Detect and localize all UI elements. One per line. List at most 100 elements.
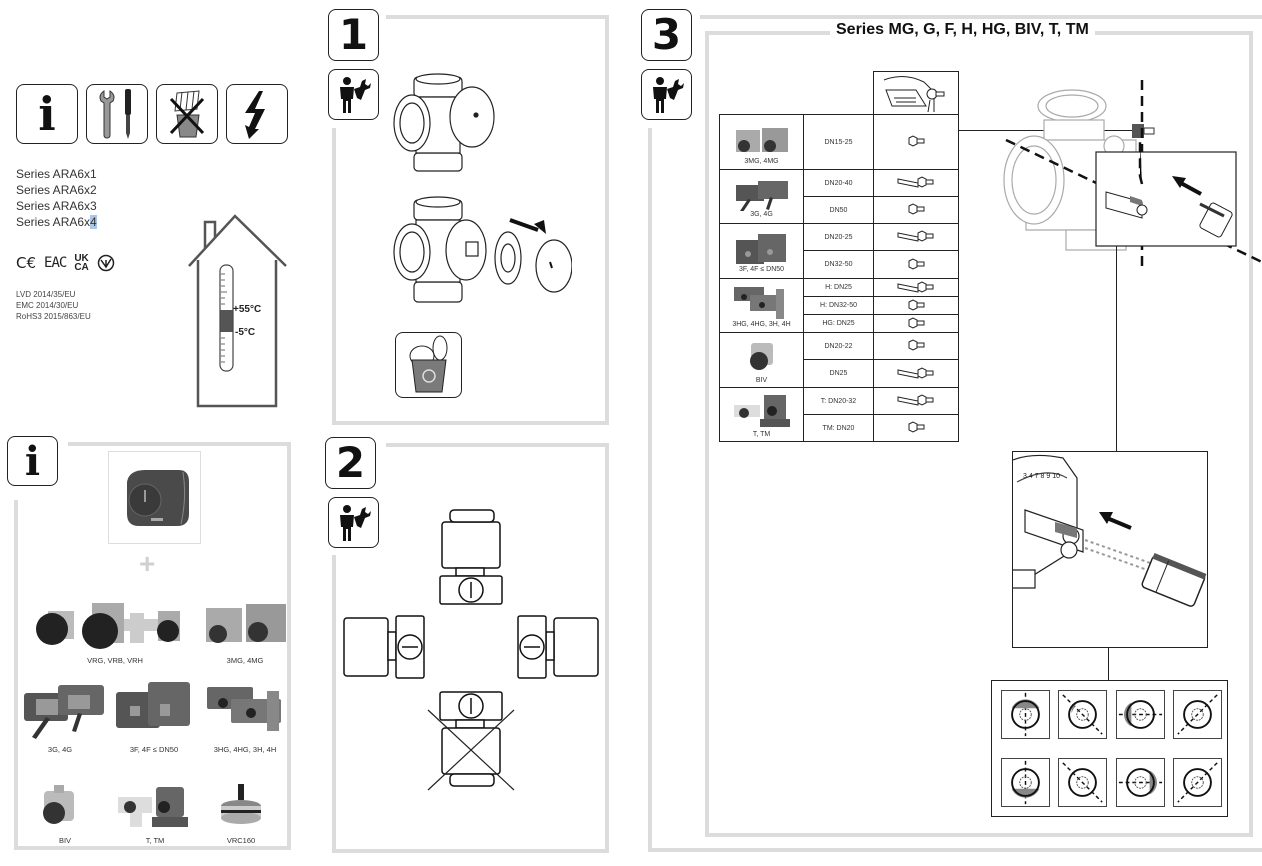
info-icon: i: [38, 87, 56, 141]
recycle-knob-box: [395, 332, 462, 398]
valve-spindle-detail-icon: [883, 76, 945, 113]
table-dn-cell: TM: DN20: [803, 414, 874, 442]
adapter-short-icon: [873, 114, 959, 170]
installer-icon: [339, 76, 371, 113]
step3-outer-left: [648, 128, 652, 850]
plus-sign: +: [139, 548, 156, 579]
step1-frame-top: [386, 15, 609, 19]
info-panel-top-border: [68, 442, 291, 446]
step2-frame-right: [605, 443, 609, 853]
position-indicator-diagonal-top-right-icon: [1173, 758, 1222, 807]
step1-installer-box: [328, 69, 379, 120]
valve-with-knob-drawing: [393, 73, 495, 172]
table-dn-cell: T: DN20-32: [803, 387, 874, 415]
series-item: Series ARA6x1: [16, 167, 97, 181]
table-dn-cell: H: DN32-50: [803, 296, 874, 315]
max-temperature-label: +55°C: [233, 304, 262, 315]
info-symbol-box: i: [16, 84, 78, 144]
adapter-short-icon: [873, 296, 959, 315]
product-label: VRG, VRB, VRH: [87, 656, 143, 665]
adapter-short-icon: [873, 414, 959, 442]
step3-outer-top: [700, 15, 1262, 19]
adapter-selection-table: 3MG, 4MG DN15-25 3G, 4G DN20-40 DN50 3F,…: [719, 114, 959, 442]
valve-adapter-assembly-drawing: [1003, 80, 1262, 270]
eac-mark-icon: EAC: [44, 255, 67, 271]
position-indicator-diagonal-right-icon: [1173, 690, 1222, 739]
scale-digits: 3 4 7 8 9 10: [1023, 473, 1060, 480]
installer-icon: [652, 76, 684, 113]
series-list: Series ARA6x1 Series ARA6x2 Series ARA6x…: [16, 166, 97, 230]
table-dn-cell: DN50: [803, 196, 874, 224]
3mg-4mg-valves-image: [735, 127, 788, 152]
position-indicator-diagonal-bottom-right-icon: [1058, 758, 1107, 807]
mounting-orientations-drawing: [343, 509, 599, 791]
info-panel-icon-box: i: [7, 436, 58, 486]
series-item: Series ARA6x3: [16, 199, 97, 213]
3mg-4mg-valves-image: [206, 604, 286, 643]
step3-number-box: 3: [641, 9, 692, 61]
step2-frame-bottom: [332, 849, 609, 853]
wrench-screwdriver-icon: [99, 89, 131, 139]
info-icon: i: [24, 437, 41, 485]
3g-4g-valves-image: [24, 685, 104, 739]
adapter-header-cell: [873, 71, 959, 115]
step2-frame-top: [386, 443, 609, 447]
adapter-short-icon: [873, 314, 959, 333]
selected-text[interactable]: 4: [90, 215, 97, 229]
adapter-long-icon: [873, 278, 959, 297]
directive-item: LVD 2014/35/EU: [16, 290, 76, 299]
step3-series-title: Series MG, G, F, H, HG, BIV, T, TM: [830, 21, 1095, 39]
table-group-cell: 3HG, 4HG, 3H, 4H: [719, 278, 804, 333]
step3-outer-bottom: [648, 848, 1262, 852]
adapter-short-icon: [873, 250, 959, 279]
adapter-long-icon: [873, 359, 959, 388]
biv-valve-image: [43, 785, 74, 824]
step1-number-box: 1: [328, 9, 379, 61]
biv-valve-image: [749, 342, 773, 370]
info-panel-left-border: [14, 500, 18, 850]
table-group-cell: 3MG, 4MG: [719, 114, 804, 170]
table-dn-cell: DN20-22: [803, 332, 874, 360]
leader-line: [1108, 648, 1109, 680]
table-group-cell: 3F, 4F ≤ DN50: [719, 223, 804, 279]
voltage-symbol-box: [226, 84, 288, 144]
position-indicator-diagonal-left-icon: [1058, 690, 1107, 739]
adapter-long-icon: [873, 223, 959, 251]
ukrsepro-mark-icon: [97, 254, 115, 272]
recycle-bin-icon: [409, 335, 447, 393]
product-label: 3MG, 4MG: [226, 656, 264, 665]
product-label: 3G, 4G: [47, 745, 73, 754]
table-dn-cell: DN32-50: [803, 250, 874, 279]
3f-4f-flanged-valves-image: [116, 682, 190, 728]
table-dn-cell: DN25: [803, 359, 874, 388]
product-label: VRC160: [226, 836, 256, 845]
position-indicator-horizontal-left-icon: [1116, 690, 1165, 739]
adapter-short-icon: [873, 196, 959, 224]
table-dn-cell: HG: DN25: [803, 314, 874, 333]
3hg-4hg-3h-4h-valves-image: [207, 687, 281, 731]
adapter-insertion-detail-drawing: 3 4 7 8 9 10: [1013, 454, 1207, 607]
table-dn-cell: DN20-25: [803, 223, 874, 251]
adapter-short-icon: [873, 332, 959, 360]
step2-number-box: 2: [325, 437, 376, 489]
tools-symbol-box: [86, 84, 148, 144]
vrg-vrb-vrh-valves-image: [36, 603, 180, 649]
series-item: Series ARA6x2: [16, 183, 97, 197]
vrc160-valve-image: [221, 784, 261, 824]
leader-line: [1116, 246, 1117, 452]
table-dn-cell: H: DN25: [803, 278, 874, 297]
directive-item: EMC 2014/30/EU: [16, 301, 79, 310]
position-indicator-vertical-bottom-icon: [1001, 758, 1050, 807]
step-number: 2: [335, 438, 366, 487]
position-indicator-horizontal-right-icon: [1116, 758, 1165, 807]
high-voltage-icon: [245, 91, 265, 139]
step2-frame-left: [332, 555, 336, 853]
table-group-cell: 3G, 4G: [719, 169, 804, 224]
actuator-image: [108, 451, 201, 544]
directives-list: LVD 2014/35/EU EMC 2014/30/EU RoHS3 2015…: [16, 289, 91, 322]
step1-frame-left: [332, 128, 336, 425]
disposal-symbol-box: [156, 84, 218, 144]
knob-removal-drawing: [393, 196, 572, 303]
